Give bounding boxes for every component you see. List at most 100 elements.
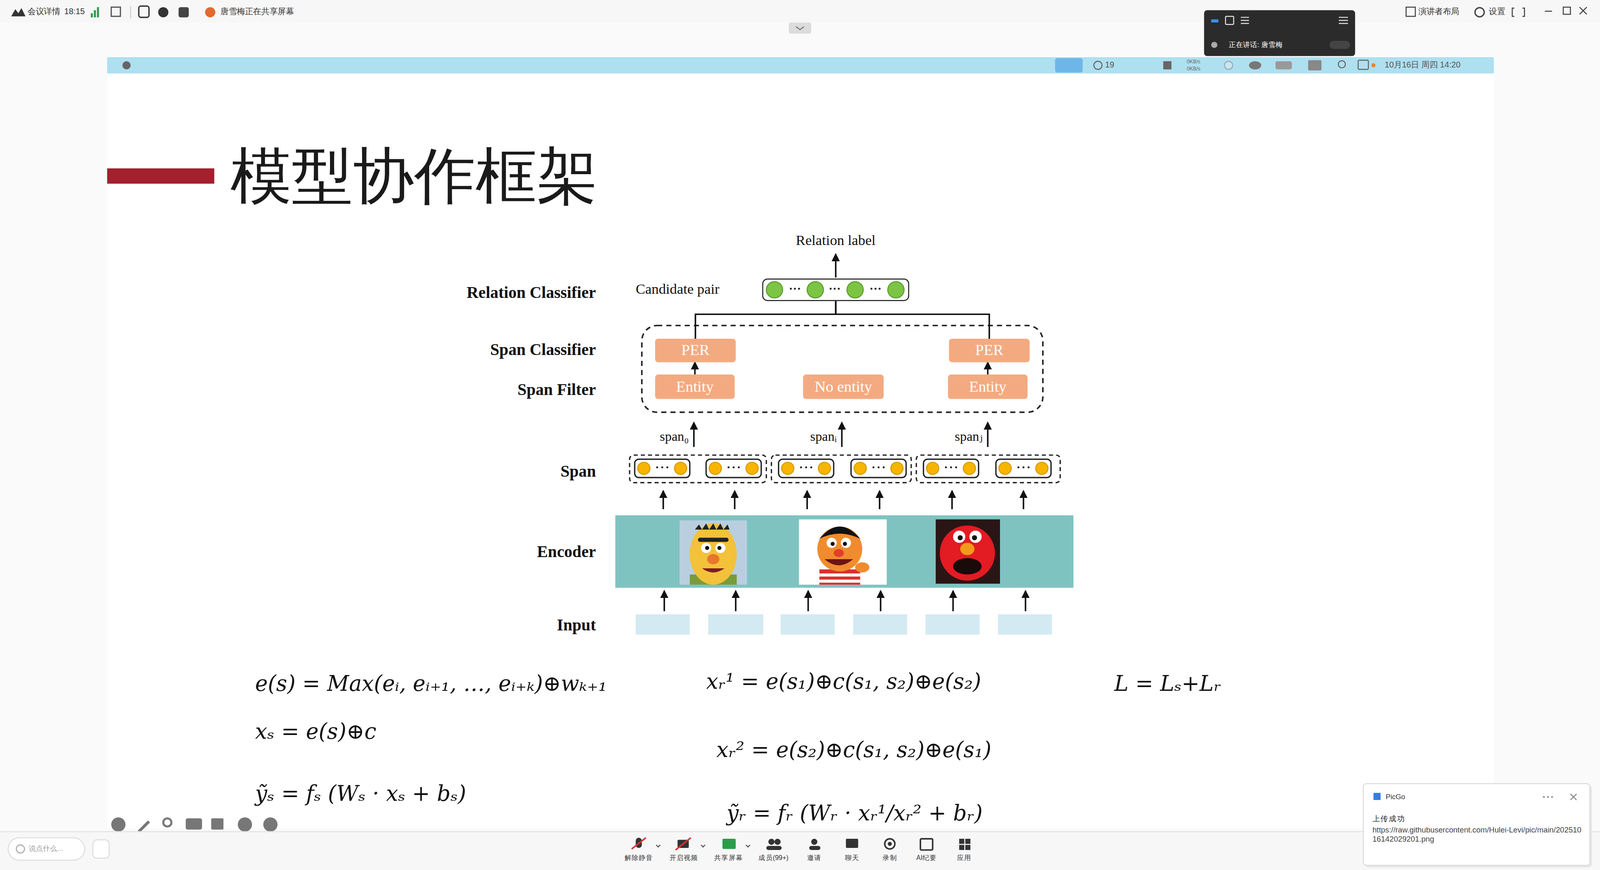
graphic-shape [735, 590, 737, 612]
label-box: PER [949, 338, 1030, 363]
graphic-shape [841, 422, 843, 448]
speaker-panel [1204, 10, 1355, 56]
app-logo [11, 8, 26, 17]
label-box: Entity [655, 374, 735, 400]
signal-icon [90, 7, 100, 18]
layout-icon [1406, 7, 1416, 17]
tool-icon [178, 7, 189, 18]
menu-icon [1338, 60, 1346, 68]
graphic-shape [997, 614, 1053, 635]
picgo-icon [1373, 792, 1381, 800]
toast-close [1570, 793, 1577, 800]
formula: L = Lₛ+Lᵣ [1114, 671, 1222, 696]
graphic-shape [745, 462, 758, 475]
graphic-shape [847, 281, 864, 298]
graphic-shape [692, 422, 695, 448]
graphic-shape [700, 542, 711, 553]
graphic-shape [790, 287, 793, 290]
graphic-shape [635, 614, 690, 635]
graphic-shape [1035, 462, 1048, 475]
graphic-shape [819, 526, 861, 539]
graphic-shape [1225, 16, 1234, 25]
graphic-shape [637, 462, 650, 475]
graphic-shape [972, 535, 978, 540]
hand-button [92, 840, 110, 859]
graphic-shape [656, 466, 659, 469]
graphic-shape [790, 287, 881, 290]
node-text: No entity [814, 378, 873, 395]
graphic-shape [1211, 41, 1218, 48]
graphic-shape [854, 462, 867, 475]
label-box: Entity [947, 374, 1028, 400]
graphic-shape [766, 845, 782, 850]
menu-icon [1358, 60, 1369, 70]
apple-icon [122, 61, 131, 70]
graphic-shape [870, 287, 873, 290]
clock: 18:15 [64, 7, 85, 18]
graphic-shape [629, 455, 767, 483]
graphic-shape [1329, 40, 1350, 50]
toast-menu [1542, 795, 1553, 798]
graphic-shape [781, 462, 794, 475]
graphic-shape [111, 817, 126, 832]
label-box: PER [655, 338, 736, 363]
tool-icon [138, 6, 149, 18]
graphic-shape [837, 287, 840, 290]
menu-icon [1249, 61, 1262, 70]
graphic-shape [969, 530, 982, 543]
graphic-shape [674, 462, 687, 475]
graphic-shape [955, 466, 958, 469]
graphic-shape [666, 466, 669, 469]
node-text: Entity [969, 378, 1007, 395]
graphic-shape [923, 459, 979, 478]
formula: e(s) = Max(eᵢ, eᵢ₊₁, …, eᵢ₊ₖ)⊕wₖ₊₁ [255, 671, 607, 696]
graphic-shape [940, 525, 995, 581]
graphic-shape [90, 13, 93, 18]
title-bar [107, 168, 215, 184]
graphic-shape [93, 10, 96, 18]
graphic-shape [1240, 17, 1250, 24]
graphic-shape [695, 523, 730, 530]
node-text: PER [975, 342, 1004, 359]
graphic-shape [722, 838, 736, 849]
chat-placeholder: 说点什么... [28, 845, 64, 854]
graphic-shape [987, 422, 989, 448]
graphic-shape [97, 7, 100, 18]
graphic-shape [185, 818, 203, 830]
status-text: 0KB/s [1186, 59, 1201, 65]
bert-image [679, 520, 748, 585]
graphic-shape [878, 287, 881, 290]
menu-bar [107, 57, 1494, 74]
slide [107, 56, 1494, 829]
row-label: Encoder [537, 542, 597, 562]
graphic-shape [965, 845, 971, 850]
graphic-shape [884, 838, 895, 849]
status-text: 19 [1105, 60, 1115, 70]
graphic-shape [237, 817, 253, 832]
graphic-shape [1550, 795, 1553, 798]
menu-icon [1055, 58, 1083, 73]
graphic-shape [880, 590, 882, 612]
graphic-shape [799, 519, 888, 585]
restore-icon [1563, 7, 1571, 15]
graphic-shape [732, 466, 735, 469]
graphic-shape [778, 459, 834, 478]
row-label: Relation Classifier [466, 283, 596, 303]
span-label: spanⱼ [955, 429, 983, 445]
graphic-shape [826, 537, 837, 548]
graphic-shape [1022, 466, 1025, 469]
graphic-shape [793, 287, 796, 290]
share-status: 唐雪梅正在共享屏幕 [220, 7, 294, 18]
graphic-shape [1338, 17, 1348, 24]
graphic-shape [780, 614, 835, 635]
graphic-shape [959, 838, 965, 844]
graphic-shape [0, 831, 1600, 833]
graphic-shape [706, 459, 762, 478]
graphic-shape [957, 535, 963, 540]
speaker-text: 正在讲话: 唐雪梅 [1228, 40, 1283, 50]
graphic-shape [995, 459, 1051, 478]
vector-box [762, 278, 910, 302]
span-groups [629, 455, 1060, 483]
fullscreen-icon [1512, 8, 1525, 17]
